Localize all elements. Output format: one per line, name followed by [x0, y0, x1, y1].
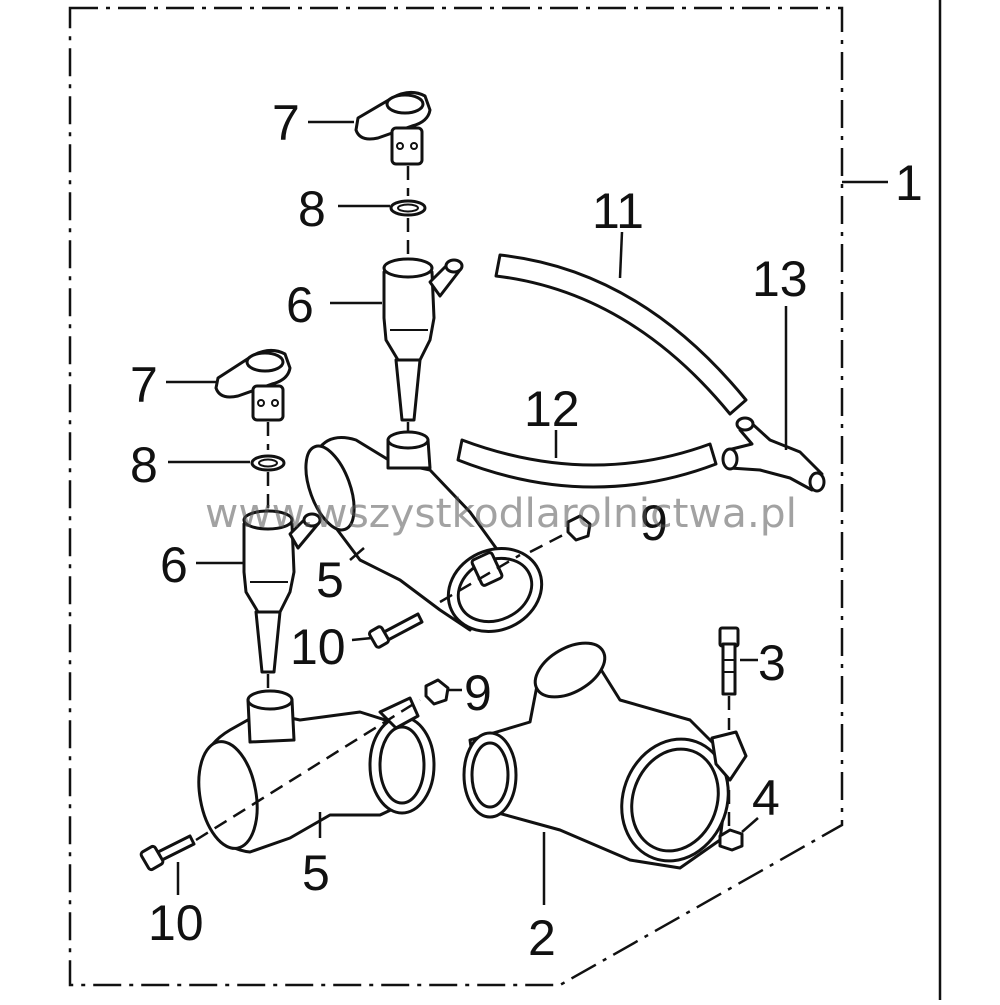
leader-5a [349, 547, 365, 561]
valve-knob-upper [354, 91, 432, 166]
callout-7-upper: 7 [272, 95, 300, 151]
leader-11 [618, 231, 624, 279]
hose-short [456, 438, 718, 489]
leader-10a [351, 636, 373, 642]
callout-1: 1 [895, 155, 923, 211]
callout-8-upper: 8 [298, 181, 326, 237]
elbow-body-upper [304, 430, 544, 634]
callout-3: 3 [758, 635, 786, 691]
nozzle-body-upper [382, 257, 464, 422]
axis-bolt-lower [195, 698, 421, 842]
bolt-lower [139, 834, 196, 872]
nut-lower [424, 678, 450, 706]
nozzle-body-lower [242, 509, 322, 674]
callout-10-upper: 10 [290, 619, 346, 675]
axis-nut-upper [529, 532, 566, 554]
callout-5-lower: 5 [302, 845, 330, 901]
axis-bolt-upper [439, 553, 521, 604]
bolt-upper [368, 612, 424, 649]
callout-7-lower: 7 [130, 357, 158, 413]
nut-upper [566, 514, 592, 542]
bolt-vertical [718, 626, 740, 696]
callout-2: 2 [528, 910, 556, 966]
callout-10-lower: 10 [148, 895, 204, 951]
valve-knob-lower [214, 349, 292, 422]
callout-9-lower: 9 [464, 665, 492, 721]
nut-vertical [718, 828, 744, 852]
callout-4: 4 [752, 770, 780, 826]
elbow-body-lower [197, 689, 436, 854]
callout-9-upper: 9 [640, 495, 668, 551]
o-ring-upper-inner [397, 203, 419, 213]
manifold-body [462, 641, 748, 870]
callout-6-upper: 6 [286, 277, 314, 333]
callout-5-upper: 5 [316, 552, 344, 608]
y-connector [721, 416, 826, 493]
hose-long [494, 253, 748, 416]
leader-4 [741, 817, 759, 833]
callout-8-lower: 8 [130, 437, 158, 493]
callout-6-lower: 6 [160, 537, 188, 593]
watermark-text: www.wszystkodlarolnictwa.pl [205, 491, 797, 537]
callout-11: 11 [592, 183, 644, 239]
assembly-boundary [68, 6, 844, 987]
o-ring-lower-inner [258, 458, 278, 468]
callout-13: 13 [752, 251, 808, 307]
callout-12: 12 [524, 381, 580, 437]
